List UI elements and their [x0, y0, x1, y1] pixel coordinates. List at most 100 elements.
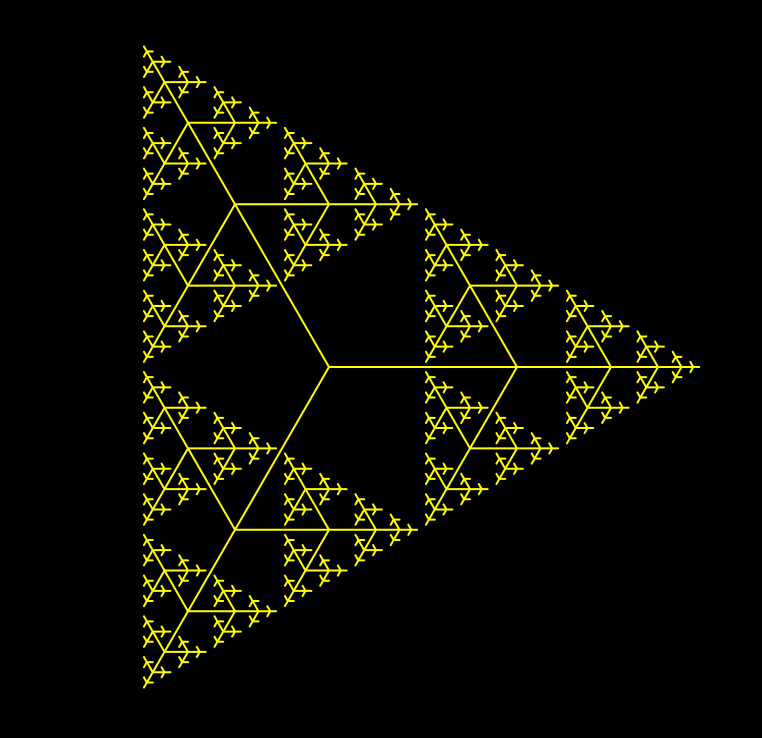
branch-segment-level-5	[301, 549, 307, 557]
branch-segment-level-4	[145, 457, 154, 470]
branch-segment-level-5	[513, 264, 518, 272]
branch-segment-level-4	[463, 243, 471, 257]
branch-segment-level-5	[142, 513, 148, 521]
branch-segment-level-4	[639, 335, 648, 348]
branch-segment-level-1	[187, 203, 236, 287]
branch-segment-level-5	[178, 86, 184, 94]
branch-segment-level-4	[568, 416, 577, 430]
branch-segment-level-2	[163, 447, 189, 491]
branch-segment-level-5	[160, 386, 166, 394]
branch-segment-level-4	[463, 477, 471, 491]
branch-segment-level-4	[216, 589, 225, 603]
branch-segment-level-3	[504, 264, 518, 287]
branch-segment-level-3	[151, 325, 166, 348]
branch-segment-level-4	[145, 589, 154, 603]
branch-segment-level-4	[286, 538, 295, 552]
branch-segment-level-5	[178, 330, 184, 338]
branch-segment-level-5	[231, 101, 236, 109]
branch-segment-level-3	[222, 610, 236, 633]
branch-segment-level-5	[477, 243, 483, 251]
branch-segment-level-3	[292, 569, 307, 592]
branch-segment-level-4	[286, 213, 295, 226]
branch-segment-level-5	[636, 391, 642, 399]
branch-segment-level-5	[195, 650, 201, 659]
branch-segment-level-4	[181, 650, 189, 664]
branch-segment-level-5	[424, 391, 430, 399]
branch-segment-level-5	[372, 223, 377, 231]
branch-segment-level-4	[181, 559, 189, 572]
branch-segment-level-5	[142, 65, 148, 73]
branch-segment-level-4	[568, 304, 577, 318]
branch-segment-level-5	[195, 569, 201, 577]
branch-segment-level-5	[671, 371, 677, 379]
branch-segment-level-5	[301, 508, 307, 516]
branch-segment-level-4	[145, 538, 154, 552]
branch-segment-level-4	[251, 284, 260, 297]
branch-segment-level-4	[568, 294, 577, 307]
branch-segment-level-4	[498, 294, 507, 307]
branch-segment-level-3	[151, 467, 166, 491]
branch-segment-level-3	[222, 264, 236, 287]
branch-segment-level-5	[231, 630, 236, 638]
branch-segment-level-4	[427, 264, 436, 277]
branch-segment-level-4	[145, 345, 154, 358]
branch-segment-level-3	[151, 243, 166, 267]
branch-segment-level-4	[604, 325, 612, 338]
branch-segment-level-5	[248, 289, 254, 297]
branch-segment-level-5	[319, 248, 325, 257]
branch-segment-level-5	[442, 304, 448, 313]
branch-segment-level-4	[145, 416, 154, 430]
branch-segment-level-5	[213, 269, 219, 277]
branch-segment-level-5	[442, 508, 448, 516]
branch-segment-level-4	[357, 213, 366, 226]
branch-segment-level-4	[145, 620, 154, 633]
branch-segment-level-5	[513, 467, 518, 475]
branch-segment-level-1	[187, 447, 236, 531]
branch-segment-level-4	[181, 396, 189, 409]
branch-segment-level-4	[145, 661, 154, 674]
branch-segment-level-4	[145, 671, 154, 684]
branch-segment-level-3	[151, 60, 166, 84]
branch-segment-level-5	[389, 533, 395, 541]
branch-segment-level-5	[142, 432, 148, 440]
branch-segment-level-3	[151, 488, 166, 511]
branch-segment-level-5	[424, 310, 430, 318]
branch-segment-level-4	[181, 640, 189, 653]
branch-segment-level-4	[568, 386, 577, 399]
branch-segment-level-3	[574, 386, 589, 409]
branch-segment-level-4	[286, 498, 295, 511]
branch-segment-level-5	[195, 81, 201, 89]
branch-segment-level-5	[442, 264, 448, 272]
branch-segment-level-5	[495, 432, 501, 440]
branch-segment-level-5	[513, 304, 518, 313]
branch-segment-level-1	[469, 284, 518, 368]
branch-segment-level-5	[477, 406, 483, 414]
branch-segment-level-5	[460, 493, 466, 501]
branch-segment-level-2	[304, 528, 330, 572]
branch-segment-level-4	[427, 345, 436, 358]
branch-segment-level-5	[530, 452, 536, 460]
branch-segment-level-4	[498, 264, 507, 277]
branch-segment-level-4	[357, 538, 366, 552]
branch-segment-level-4	[463, 406, 471, 419]
branch-segment-level-1	[187, 121, 236, 206]
branch-segment-level-5	[336, 243, 342, 251]
branch-segment-level-3	[151, 569, 166, 592]
branch-segment-level-5	[583, 345, 589, 353]
branch-segment-level-3	[433, 406, 448, 430]
branch-segment-level-4	[639, 345, 648, 358]
branch-segment-level-3	[151, 304, 166, 328]
branch-segment-level-4	[145, 213, 154, 226]
branch-segment-level-5	[266, 121, 272, 129]
branch-segment-level-5	[178, 656, 184, 664]
branch-segment-level-5	[283, 554, 289, 562]
branch-segment-level-4	[251, 274, 260, 287]
branch-segment-level-5	[372, 508, 377, 516]
branch-segment-level-5	[565, 391, 571, 399]
branch-segment-level-4	[322, 477, 330, 491]
branch-segment-level-5	[301, 142, 307, 150]
branch-segment-level-4	[145, 182, 154, 196]
branch-segment-level-4	[145, 579, 154, 592]
branch-segment-level-4	[286, 549, 295, 562]
